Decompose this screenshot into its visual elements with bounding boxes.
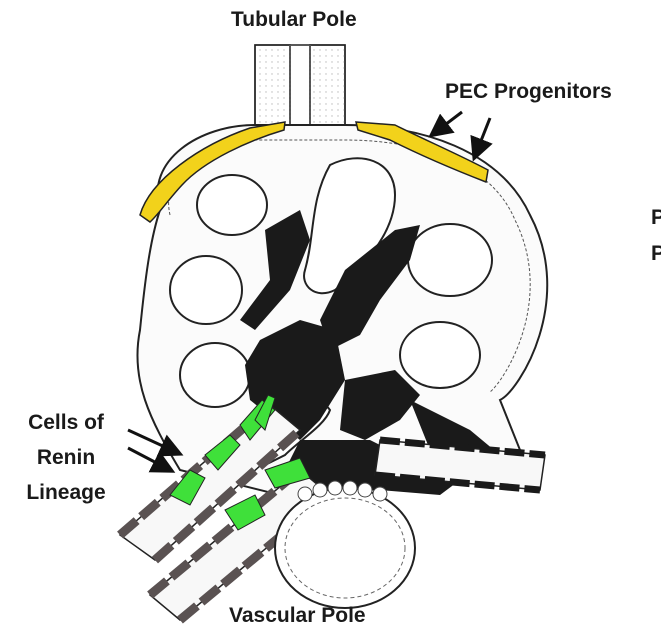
renin-label-line2: Renin: [2, 440, 130, 475]
vascular-pole-label: Vascular Pole: [229, 604, 366, 628]
pec-progenitors-label: PEC Progenitors: [445, 80, 612, 104]
renin-label-line1: Cells of: [2, 405, 130, 440]
renin-label-line3: Lineage: [2, 475, 130, 510]
clipped-label: P P: [651, 200, 661, 272]
proximal-tubule: [255, 45, 345, 135]
clipped-label-line1: P: [651, 200, 661, 236]
renin-lineage-label: Cells of Renin Lineage: [2, 405, 130, 510]
tubular-pole-label: Tubular Pole: [231, 8, 357, 32]
clipped-label-line2: P: [651, 236, 661, 272]
